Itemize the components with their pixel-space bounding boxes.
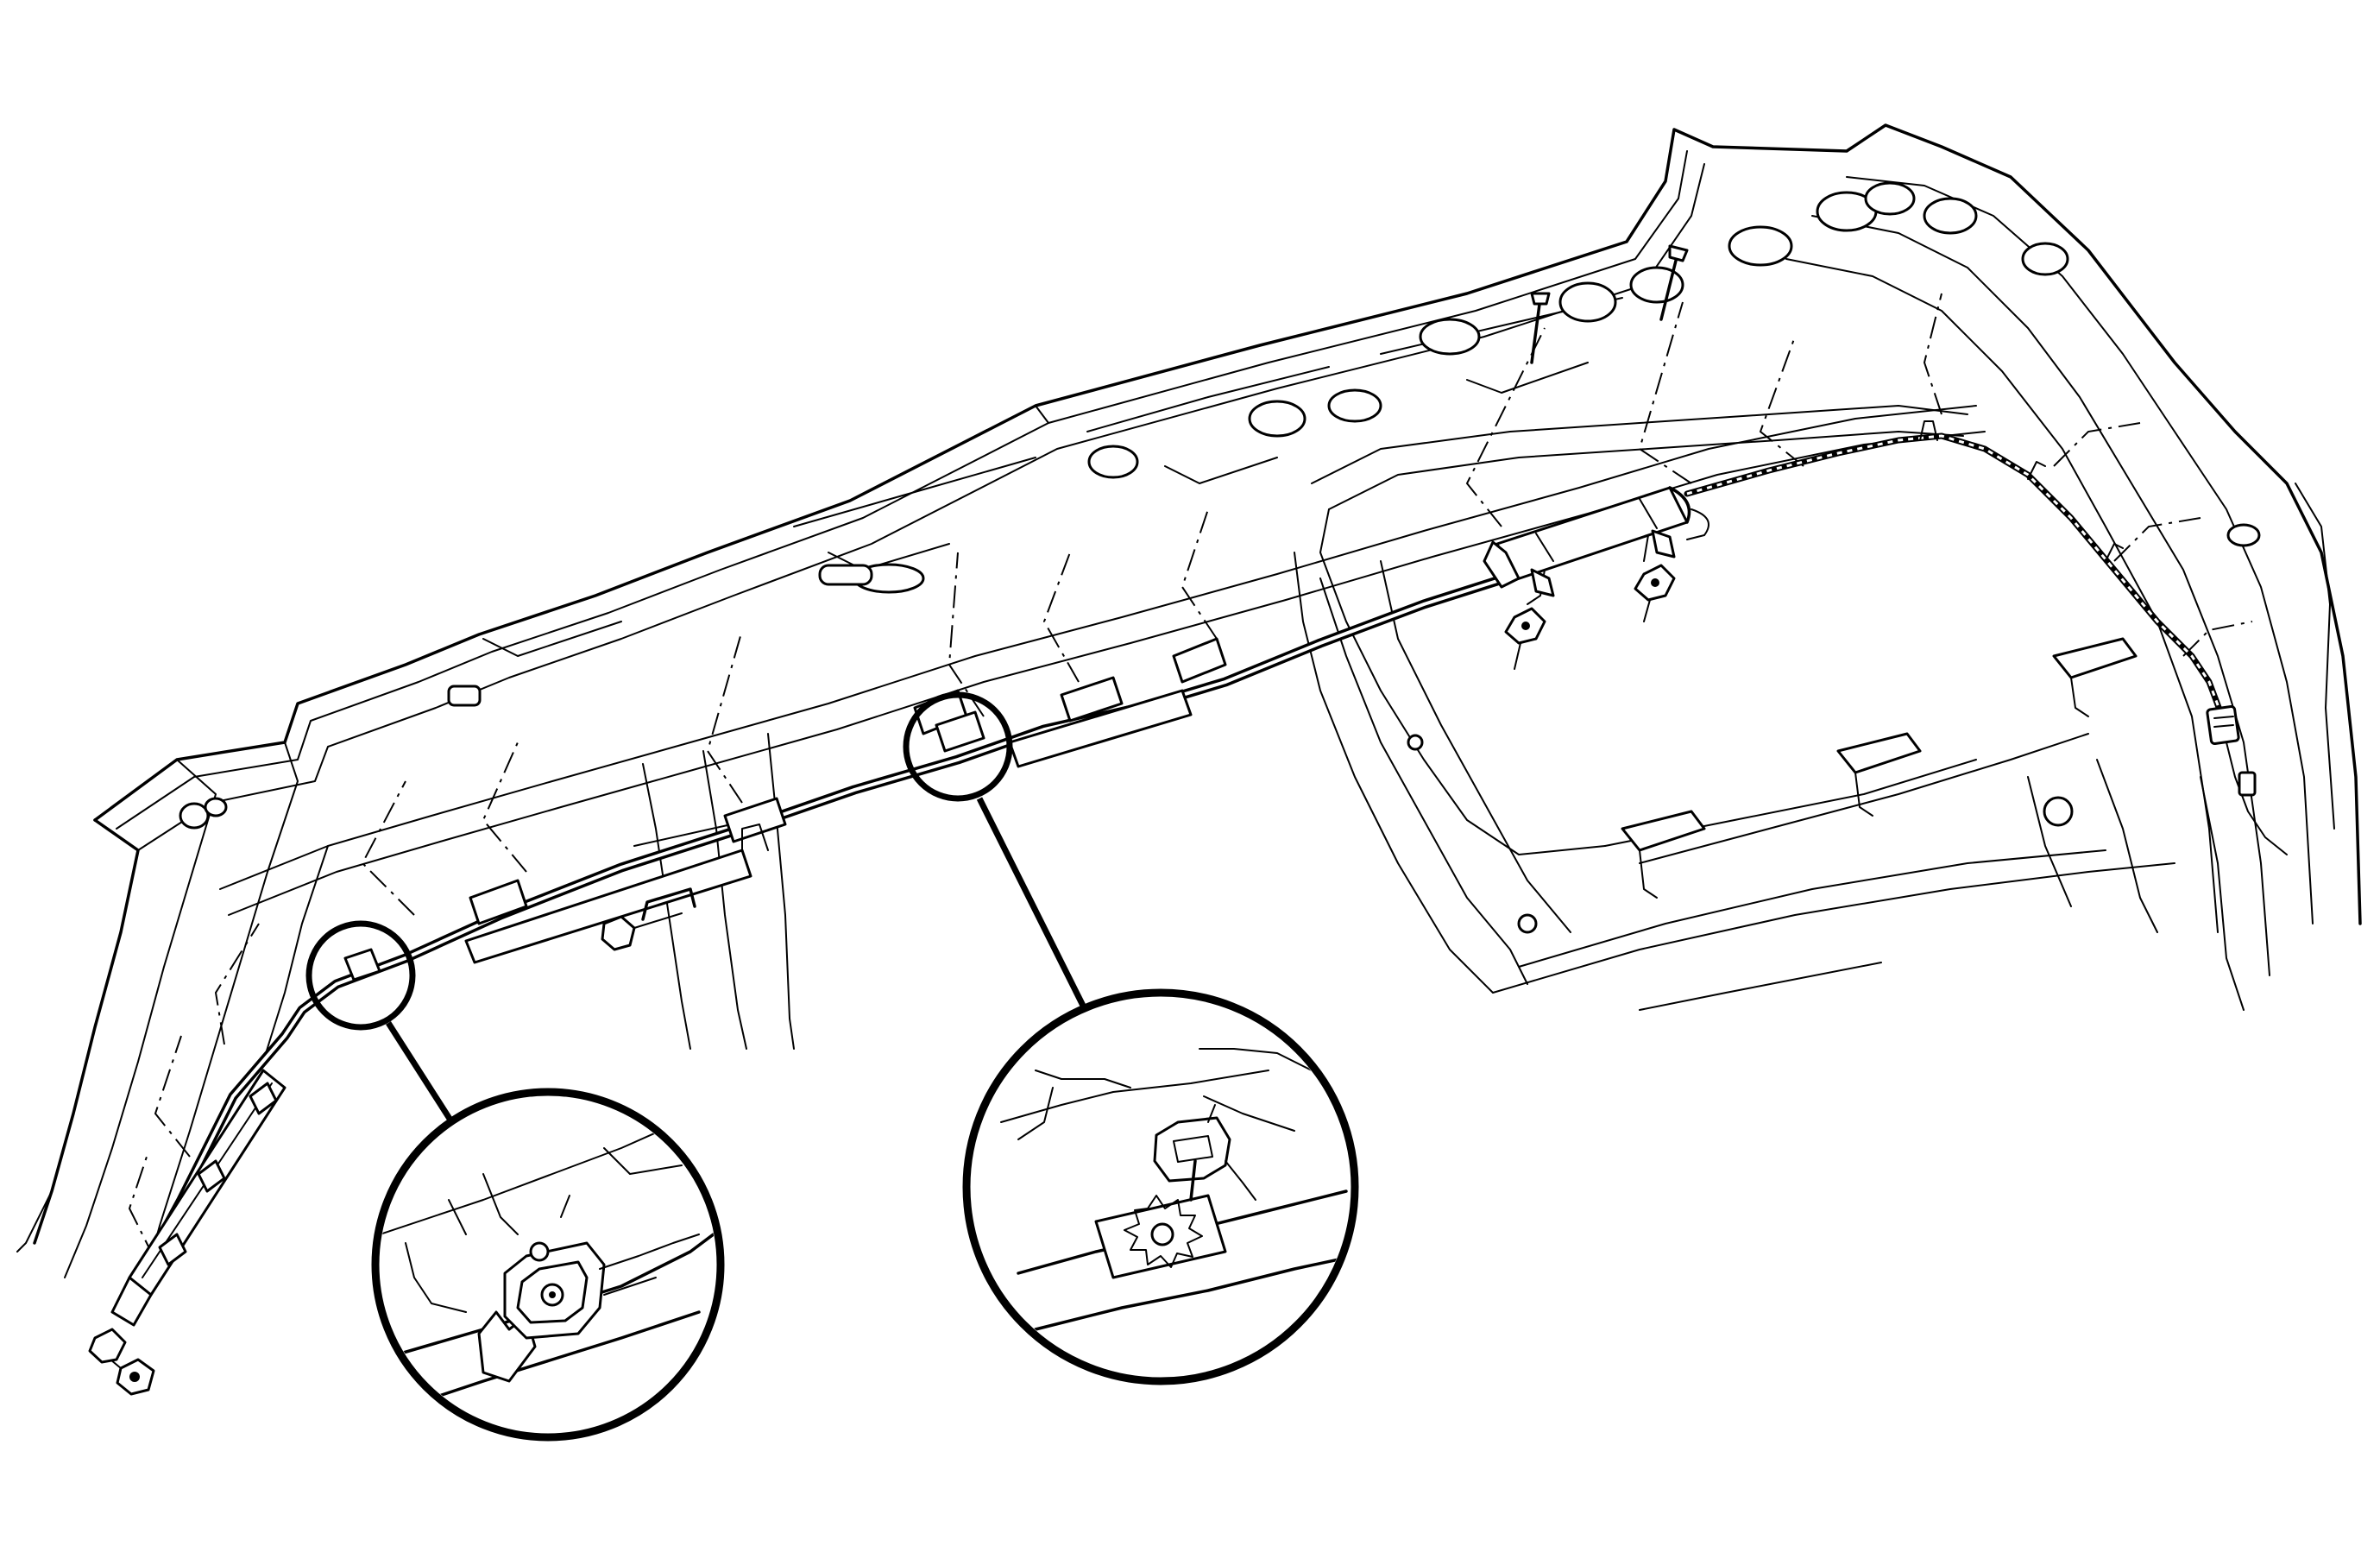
center-bolt [601, 887, 696, 951]
front-clip-detail [371, 1088, 725, 1442]
center-clip-detail [962, 988, 1359, 1385]
center-clip-callout [903, 691, 1086, 1007]
roof-rail-body-frame [16, 123, 2362, 1304]
roof-rail-air-bag-module [110, 420, 2288, 1327]
wiring-harness-connector [2206, 704, 2288, 855]
front-clip-callout [305, 920, 460, 1133]
front-bolt [88, 1328, 155, 1396]
inflator-nut-2 [1634, 564, 1676, 622]
mounting-bolts [88, 244, 1689, 1396]
roof-screw-1 [1530, 292, 1551, 364]
inflator-nut-1 [1504, 607, 1546, 670]
roof-screw-2 [1659, 244, 1689, 321]
alignment-leader-lines [128, 293, 2253, 1261]
